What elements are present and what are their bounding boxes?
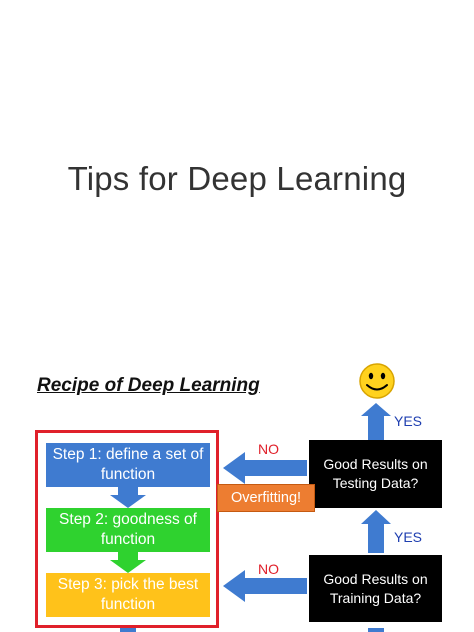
yes-label-top: YES [394, 413, 423, 429]
left-arrow-no-top [223, 452, 307, 484]
no-label-bottom: NO [258, 561, 279, 577]
recipe-heading: Recipe of Deep Learning [37, 375, 260, 396]
slide-title: Tips for Deep Learning [67, 160, 407, 197]
up-arrow-bottom [368, 628, 384, 632]
left-arrow-no-bottom [223, 570, 307, 602]
down-arrow-step2-step3 [110, 552, 146, 573]
testing-data-question: Good Results on Testing Data? [309, 440, 442, 508]
up-arrow-yes-top [361, 403, 391, 440]
down-arrow-step3-bottom [120, 628, 136, 632]
no-label-top: NO [258, 441, 279, 457]
overfitting-label: Overfitting! [217, 484, 315, 512]
smiley-face-icon [359, 363, 395, 399]
step-2-box: Step 2: goodness of function [46, 508, 210, 552]
training-data-question: Good Results on Training Data? [309, 555, 442, 622]
recipe-frame [35, 430, 219, 628]
step-3-box: Step 3: pick the best function [46, 573, 210, 617]
up-arrow-yes-bottom [361, 510, 391, 553]
yes-label-bottom: YES [394, 529, 423, 545]
down-arrow-step1-step2 [110, 487, 146, 508]
step-1-box: Step 1: define a set of function [46, 443, 210, 487]
